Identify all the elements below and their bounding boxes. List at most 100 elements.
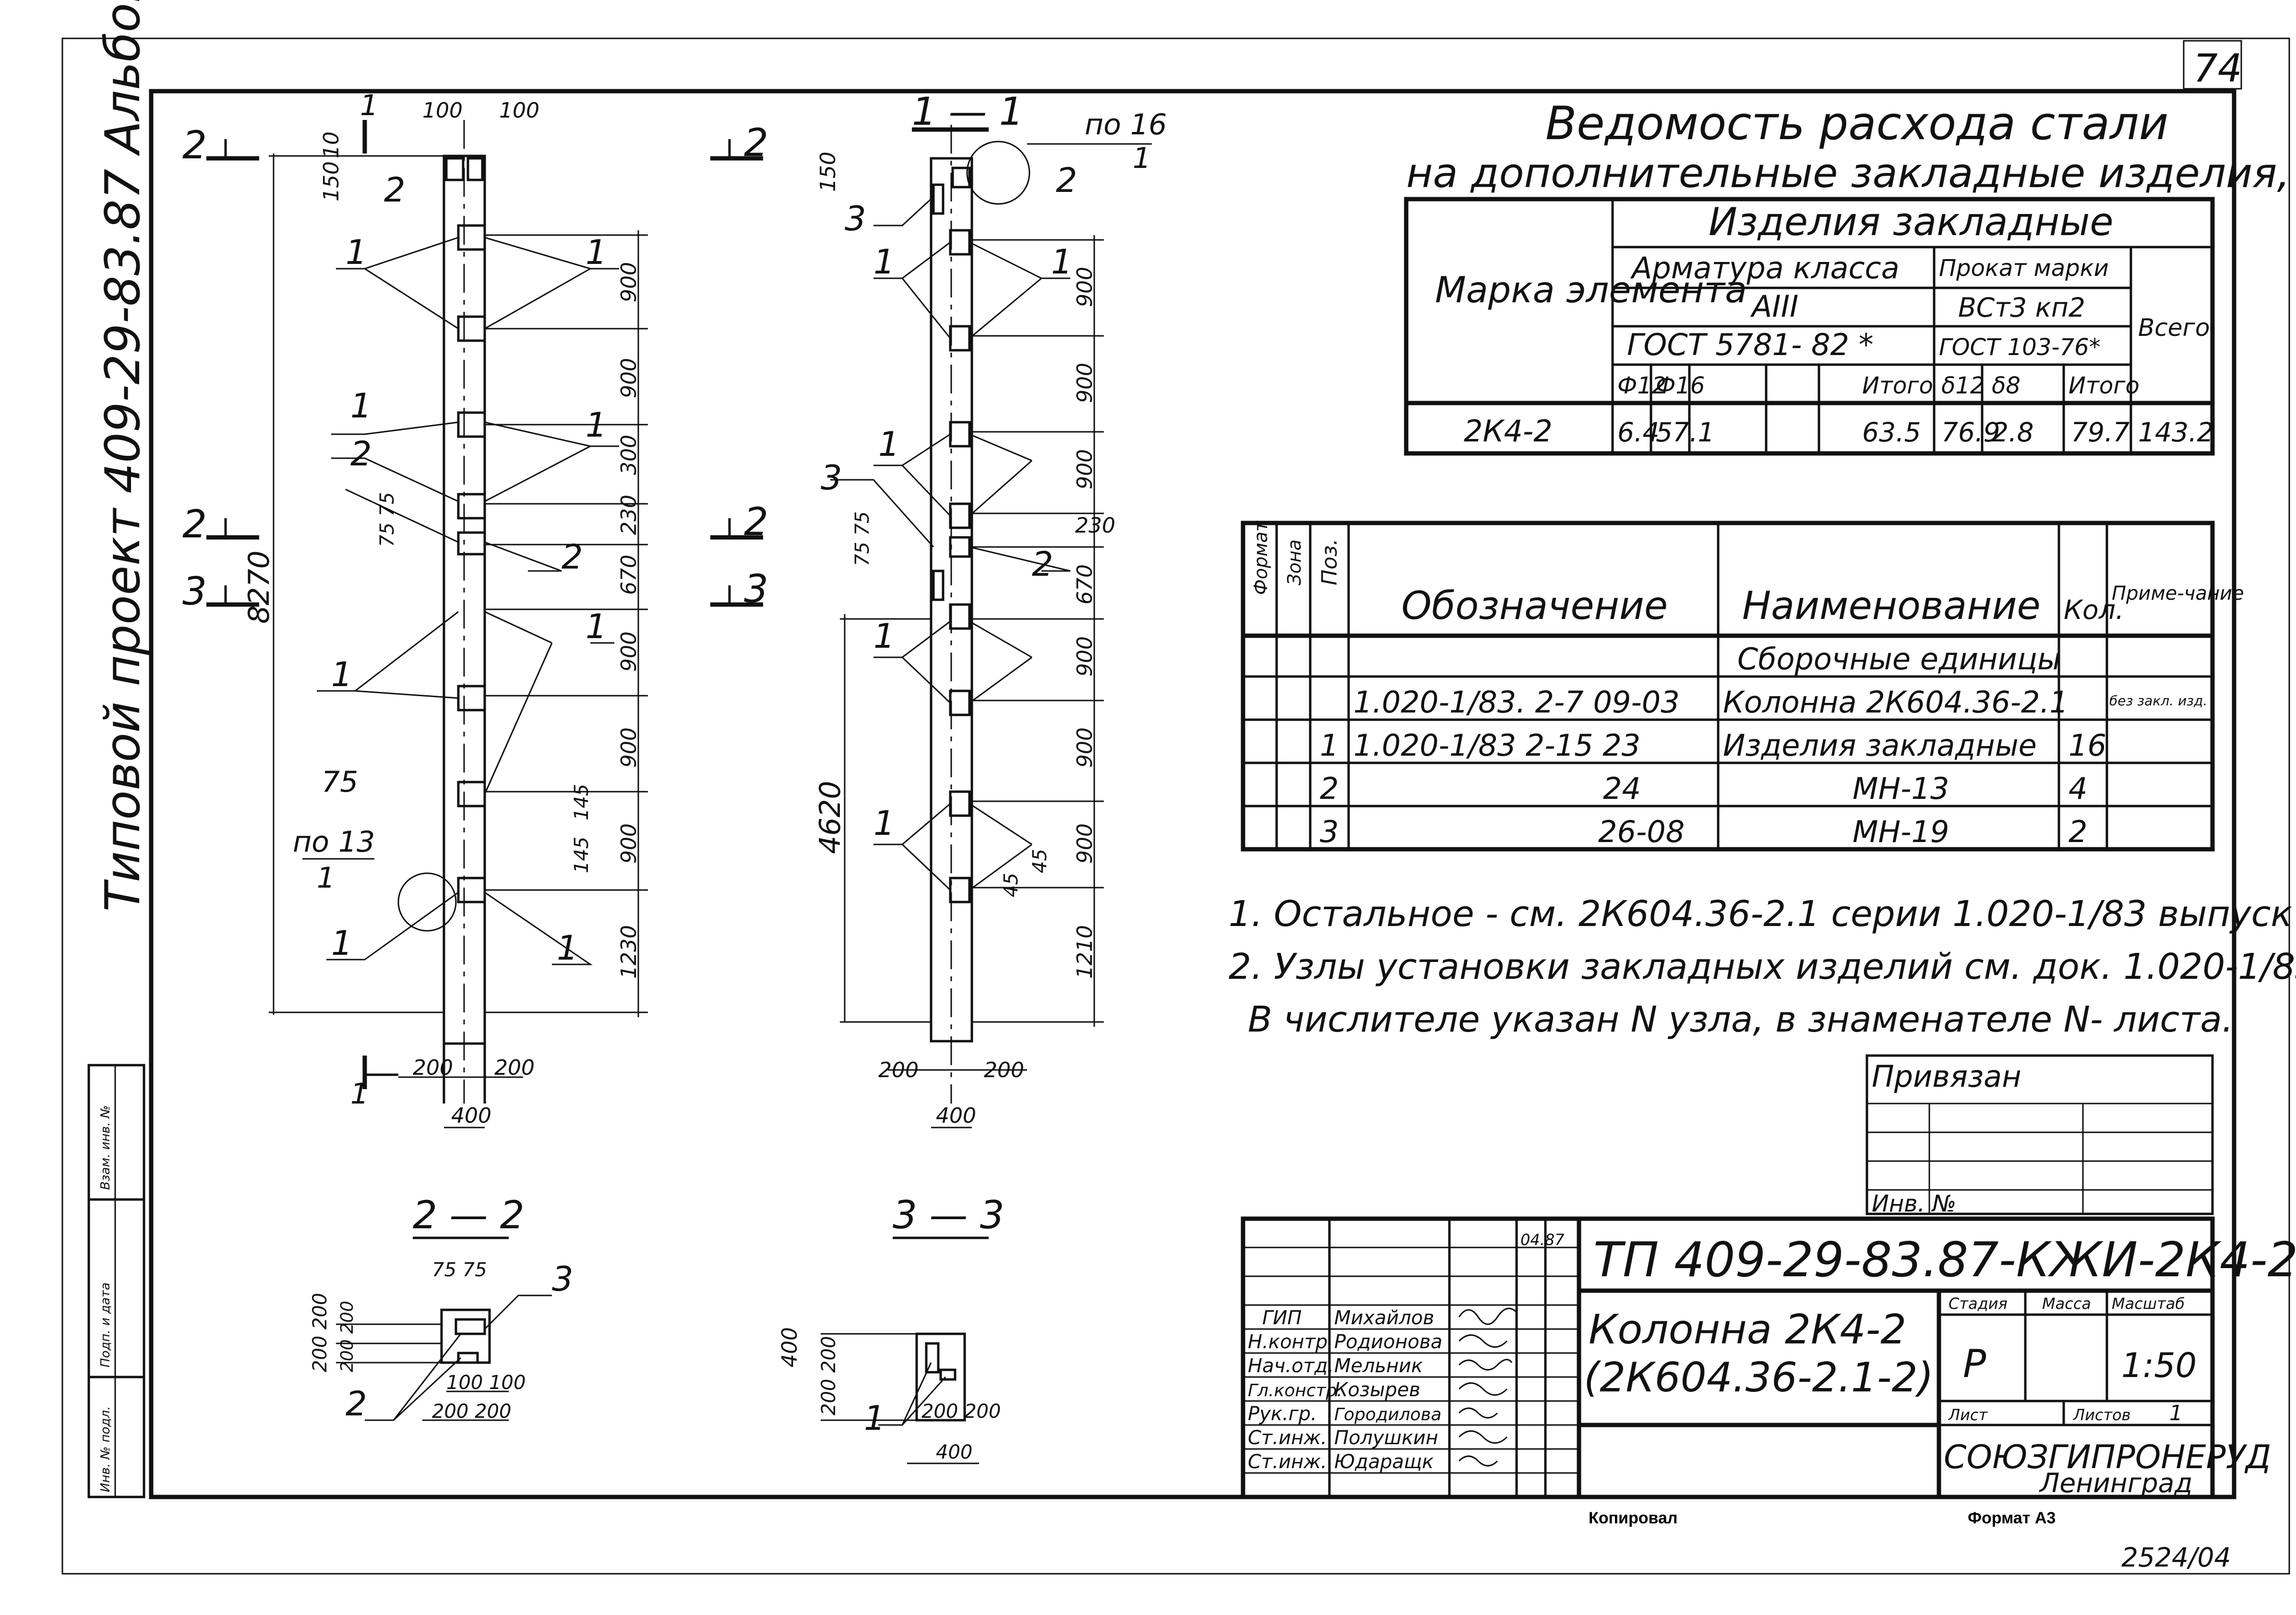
privyazan-inv: Инв. № bbox=[1872, 1190, 1956, 1217]
spec-table bbox=[1241, 521, 2215, 852]
title-scale-label: Масштаб bbox=[2112, 1294, 2185, 1313]
mid-dim-v5: 900 bbox=[1073, 636, 1097, 677]
steel-row-7: 2.8 bbox=[1992, 417, 2033, 448]
spec-h-zone: Зона bbox=[1284, 539, 1305, 585]
left-dim-v5: 900 bbox=[617, 631, 641, 672]
section-2-2-title: 2 — 2 bbox=[413, 1193, 525, 1237]
person-role-2: Нач.отд. bbox=[1248, 1355, 1334, 1377]
spec-h-pos: Поз. bbox=[1317, 539, 1342, 585]
note-3: В числителе указан N узла, в знаменателе… bbox=[1248, 999, 2233, 1040]
person-name-5: Полушкин bbox=[1334, 1427, 1438, 1449]
spec-h-qty: Кол. bbox=[2064, 594, 2124, 625]
steel-col-armatura-gost: ГОСТ 5781- 82 * bbox=[1627, 327, 1874, 362]
left-cut-1-bottom: 1 bbox=[350, 1077, 369, 1111]
sheet-number: 74 bbox=[2193, 46, 2242, 91]
spec-h-format: Формат bbox=[1250, 520, 1271, 595]
left-dim-total: 8270 bbox=[242, 550, 276, 624]
mid-dim-45a: 45 bbox=[1000, 873, 1022, 897]
person-name-1: Родионова bbox=[1334, 1331, 1442, 1353]
mid-dim-v3: 230 bbox=[1075, 513, 1115, 538]
bottom-number: 2524/04 bbox=[2121, 1542, 2231, 1573]
left-cut-2b-label: 2 bbox=[182, 502, 207, 546]
title-date-stamp: 04.87 bbox=[1520, 1231, 1565, 1249]
steel-row-8: 79.7 bbox=[2071, 417, 2129, 448]
mid-dim-75-75: 75 75 bbox=[851, 511, 873, 566]
steel-sub-7: Итого bbox=[2069, 372, 2140, 399]
person-role-6: Ст.инж. bbox=[1248, 1451, 1327, 1473]
left-cut-2-label: 2 bbox=[182, 123, 207, 167]
spec-r4-oboz: 24 bbox=[1603, 771, 1641, 806]
person-role-4: Рук.гр. bbox=[1248, 1403, 1317, 1425]
sec33-dim-1: 200 200 bbox=[818, 1336, 840, 1415]
person-name-6: Юдаращк bbox=[1334, 1451, 1434, 1473]
steel-col-vsego: Всего bbox=[2138, 314, 2210, 342]
left-dim-10: 10 bbox=[319, 131, 344, 158]
sec33-leader-1: 1 bbox=[864, 1399, 885, 1438]
person-role-1: Н.контр bbox=[1248, 1331, 1327, 1353]
left-dim-width: 400 bbox=[451, 1104, 491, 1128]
sheet-number-box bbox=[2183, 40, 2242, 90]
footer-kopiroval: Копировал bbox=[1589, 1509, 1677, 1527]
mid-section-title: 1 — 1 bbox=[912, 89, 1024, 134]
privyazan-block bbox=[1866, 1054, 2214, 1215]
sec22-dim-0: 75 75 bbox=[432, 1259, 487, 1281]
title-sheets-label: Листов bbox=[2073, 1406, 2131, 1424]
spec-r0-name: Сборочные единицы bbox=[1737, 641, 2061, 677]
spec-r3-pos: 1 bbox=[1320, 728, 1339, 763]
left-dim-bottom-2: 200 bbox=[494, 1056, 535, 1080]
spec-r5-oboz: 26-08 bbox=[1598, 814, 1685, 849]
spec-h-oboz: Обозначение bbox=[1401, 583, 1668, 628]
spec-r3-name: МН-13 bbox=[1853, 771, 1949, 806]
steel-col-marka: Марка элемента bbox=[1435, 269, 1747, 311]
svg-text:Подп. и дата: Подп. и дата bbox=[98, 1282, 113, 1367]
left-dim-75-75: 75 75 bbox=[376, 492, 398, 547]
mid-leader-2a: 2 bbox=[1056, 161, 1077, 200]
left-leader-1b: 1 bbox=[586, 233, 607, 272]
sec22-leader-2: 2 bbox=[346, 1384, 367, 1424]
left-elevation bbox=[206, 120, 763, 1128]
sec33-dim-2: 200 200 bbox=[921, 1401, 1001, 1423]
left-leader-2c: 2 bbox=[562, 537, 583, 577]
sec22-dim-1: 200 200 bbox=[309, 1293, 331, 1372]
outer-frame bbox=[61, 37, 2290, 1575]
spec-r1-name: Колонна 2К604.36-2.1 bbox=[1723, 685, 2069, 720]
spec-r4-qty: 4 bbox=[2069, 771, 2087, 806]
mid-leader-3a: 3 bbox=[845, 199, 866, 238]
left-stamp: Инв. № подл. Подп. и дата Взам. инв. № bbox=[87, 1064, 145, 1498]
left-callout-sub: 1 bbox=[317, 861, 335, 895]
left-leader-1h: 1 bbox=[557, 928, 578, 968]
mid-leader-1c: 1 bbox=[878, 425, 900, 464]
steel-row-mark: 2К4-2 bbox=[1464, 414, 1553, 449]
left-dim-v2: 300 bbox=[617, 435, 641, 475]
footer-format: Формат А3 bbox=[1968, 1509, 2056, 1527]
steel-sub-0: Ф12 bbox=[1617, 372, 1666, 399]
title-sheet-label: Лист bbox=[1948, 1406, 1988, 1424]
steel-col-armatura-cls: АIII bbox=[1750, 289, 1798, 324]
title-sheets: 1 bbox=[2169, 1401, 2183, 1425]
spec-r5-qty: 2 bbox=[2069, 814, 2087, 849]
left-cut-2b-label-r: 2 bbox=[744, 499, 768, 544]
steel-row-6: 76.9 bbox=[1941, 417, 2000, 448]
left-dim-v3: 230 bbox=[617, 495, 641, 535]
left-leader-1e: 1 bbox=[331, 655, 353, 694]
mid-leader-1d: 1 bbox=[873, 617, 895, 656]
left-leader-2a: 2 bbox=[384, 170, 406, 210]
mid-leader-1e: 1 bbox=[873, 804, 895, 843]
inner-frame bbox=[149, 89, 2236, 1499]
mid-callout-label: по 16 bbox=[1085, 108, 1167, 142]
mid-dim-bottom-1: 200 bbox=[878, 1058, 919, 1082]
steel-title-1: Ведомость расхода стали bbox=[1545, 97, 2168, 150]
mid-dim-v1: 900 bbox=[1073, 363, 1097, 403]
spec-h-note: Приме-чание bbox=[2112, 582, 2244, 605]
left-dim-v0: 900 bbox=[617, 262, 641, 302]
svg-text:Инв. № подл.: Инв. № подл. bbox=[98, 1406, 113, 1492]
note-1: 1. Остальное - см. 2К604.36-2.1 серии 1.… bbox=[1229, 893, 2296, 935]
left-callout-label: по 13 bbox=[293, 825, 375, 859]
mid-leader-3b: 3 bbox=[821, 458, 842, 498]
spec-r5-pos: 3 bbox=[1320, 814, 1339, 849]
mid-dim-v2: 900 bbox=[1073, 449, 1097, 489]
left-dim-145b: 145 bbox=[571, 837, 593, 873]
margin-text: Типовой проект 409-29-83.87 Альбом 3 bbox=[95, 0, 151, 912]
sec22-dim-2: 200 200 bbox=[337, 1301, 357, 1372]
